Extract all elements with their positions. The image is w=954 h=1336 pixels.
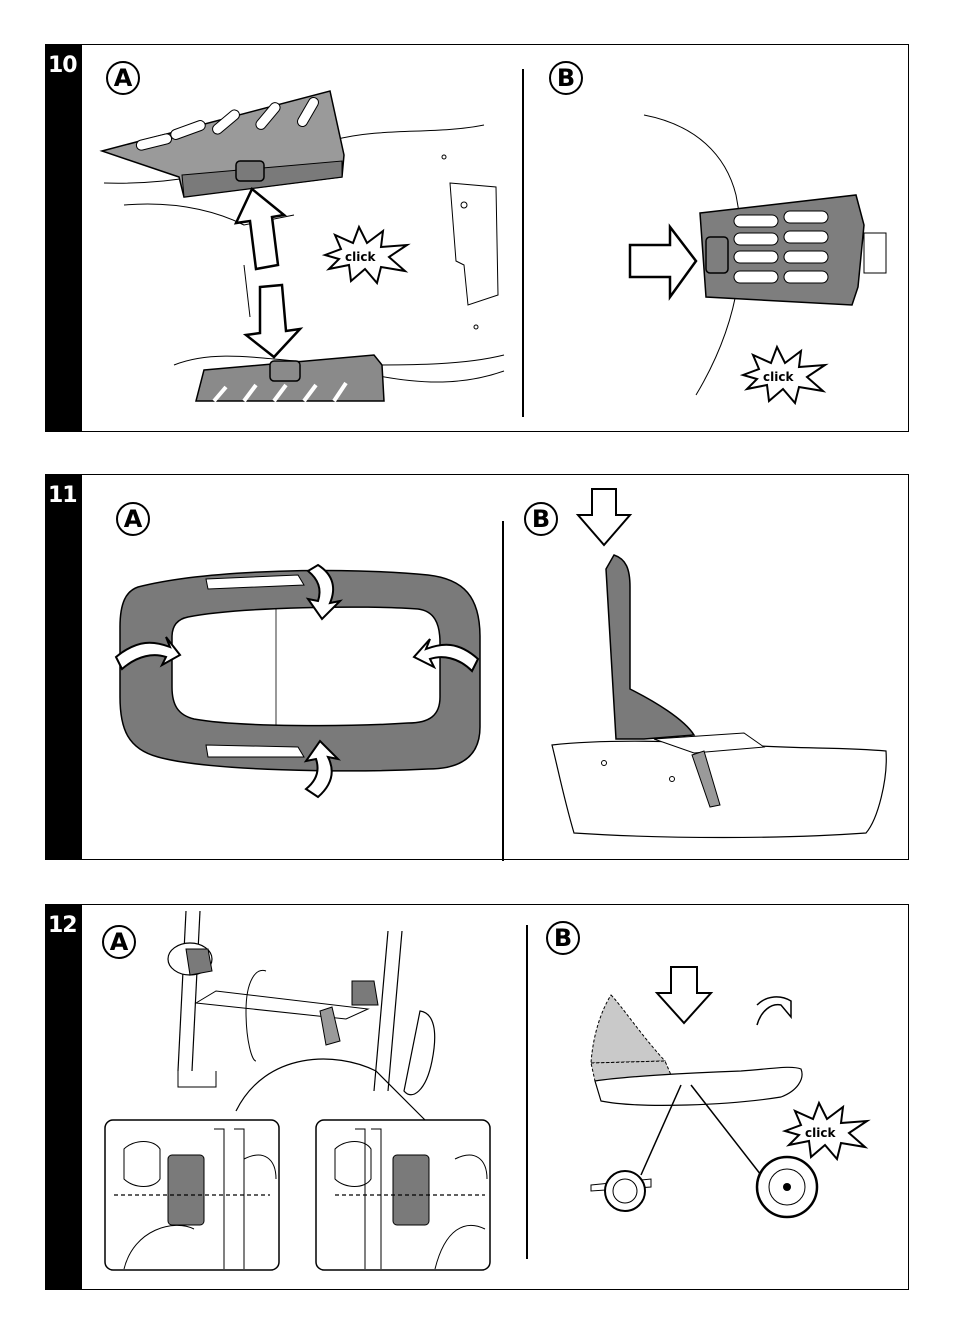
tray-lock-illustration bbox=[546, 65, 906, 425]
backrest-raise-illustration bbox=[544, 489, 904, 839]
click-label: click bbox=[805, 1126, 836, 1140]
step-number: 10 bbox=[48, 53, 77, 78]
adapter-inset-right bbox=[315, 1119, 491, 1271]
click-burst-icon: click bbox=[739, 345, 829, 405]
step-tab: 11 bbox=[46, 475, 82, 859]
mattress-frame-illustration bbox=[108, 557, 508, 817]
click-burst-icon: click bbox=[781, 1101, 871, 1161]
adapter-inset-left bbox=[104, 1119, 280, 1271]
stroller-carrycot-illustration bbox=[581, 965, 881, 1225]
click-burst-icon: click bbox=[321, 225, 411, 285]
step-12: 12 A B bbox=[45, 904, 909, 1290]
seat-tray-attach-illustration bbox=[84, 65, 524, 425]
step-tab: 10 bbox=[46, 45, 82, 431]
step-11: 11 A B bbox=[45, 474, 909, 860]
step-tab: 12 bbox=[46, 905, 82, 1289]
panel-letter-badge: A bbox=[116, 502, 150, 536]
panel-letter-badge: A bbox=[102, 925, 136, 959]
panel-letter-badge: B bbox=[546, 921, 580, 955]
step-number: 11 bbox=[48, 483, 77, 508]
chassis-adapter-illustration bbox=[156, 911, 476, 1121]
click-label: click bbox=[345, 250, 376, 264]
step-number: 12 bbox=[48, 913, 77, 938]
step-10: 10 A B click bbox=[45, 44, 909, 432]
panel-divider bbox=[526, 925, 528, 1259]
click-label: click bbox=[763, 370, 794, 384]
